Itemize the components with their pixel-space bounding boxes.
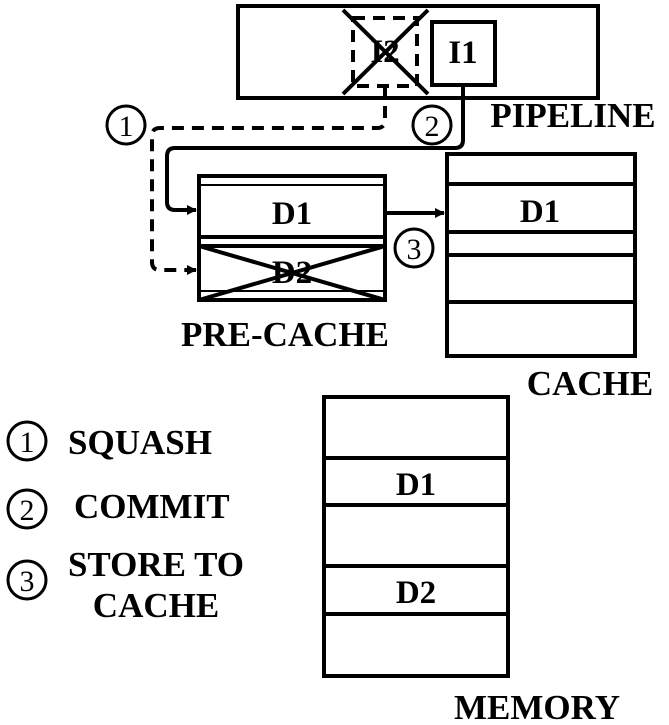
legend-item-commit: 2 COMMIT <box>6 487 230 530</box>
memory-block: D1 D2 <box>322 395 510 678</box>
legend-item-store: 3 STORE TO CACHE <box>6 545 244 625</box>
cache-entry-d1: D1 <box>520 194 560 230</box>
legend-3-label-line1: STORE TO <box>68 545 244 584</box>
precache-d2-cross-b <box>198 244 386 302</box>
precache-block: D1 D2 <box>197 174 387 302</box>
step-3-marker: 3 <box>393 227 435 269</box>
precache-label: PRE-CACHE <box>181 315 389 354</box>
legend-2-circle <box>6 488 48 530</box>
cache-label: CACHE <box>527 364 653 403</box>
memory-label: MEMORY <box>454 688 620 725</box>
cache-block: D1 <box>445 152 637 358</box>
step-3-circle <box>393 227 435 269</box>
instr-i1: I1 <box>430 20 497 87</box>
legend: 1 SQUASH 2 COMMIT 3 STORE TO CACHE <box>6 420 244 625</box>
commit-arrow <box>165 85 465 215</box>
memory-entry-d1: D1 <box>396 467 436 503</box>
memory-entry-d2: D2 <box>396 575 436 611</box>
step-3-number: 3 <box>407 233 422 266</box>
instr-i1-label: I1 <box>448 35 477 71</box>
step-2-marker: 2 <box>411 104 453 146</box>
precache-entry-d1: D1 <box>272 196 312 232</box>
legend-2-number: 2 <box>20 494 35 527</box>
pipeline-label: PIPELINE <box>490 96 655 135</box>
legend-item-squash: 1 SQUASH <box>6 420 212 462</box>
step-2-number: 2 <box>425 110 440 143</box>
legend-1-circle <box>6 420 48 462</box>
instr-i1-box <box>430 20 497 87</box>
squash-arrow <box>150 86 387 275</box>
legend-1-label: SQUASH <box>68 423 212 462</box>
legend-1-number: 1 <box>20 426 35 459</box>
instr-i2-cross-b <box>341 8 430 96</box>
legend-3-circle <box>6 559 48 601</box>
legend-2-label: COMMIT <box>74 487 230 526</box>
step-1-marker: 1 <box>105 104 147 146</box>
step-1-circle <box>105 104 147 146</box>
memory-box <box>322 395 510 678</box>
step-2-circle <box>411 104 453 146</box>
legend-3-number: 3 <box>20 565 35 598</box>
legend-3-label-line2: CACHE <box>93 586 219 625</box>
step-1-number: 1 <box>119 110 134 143</box>
